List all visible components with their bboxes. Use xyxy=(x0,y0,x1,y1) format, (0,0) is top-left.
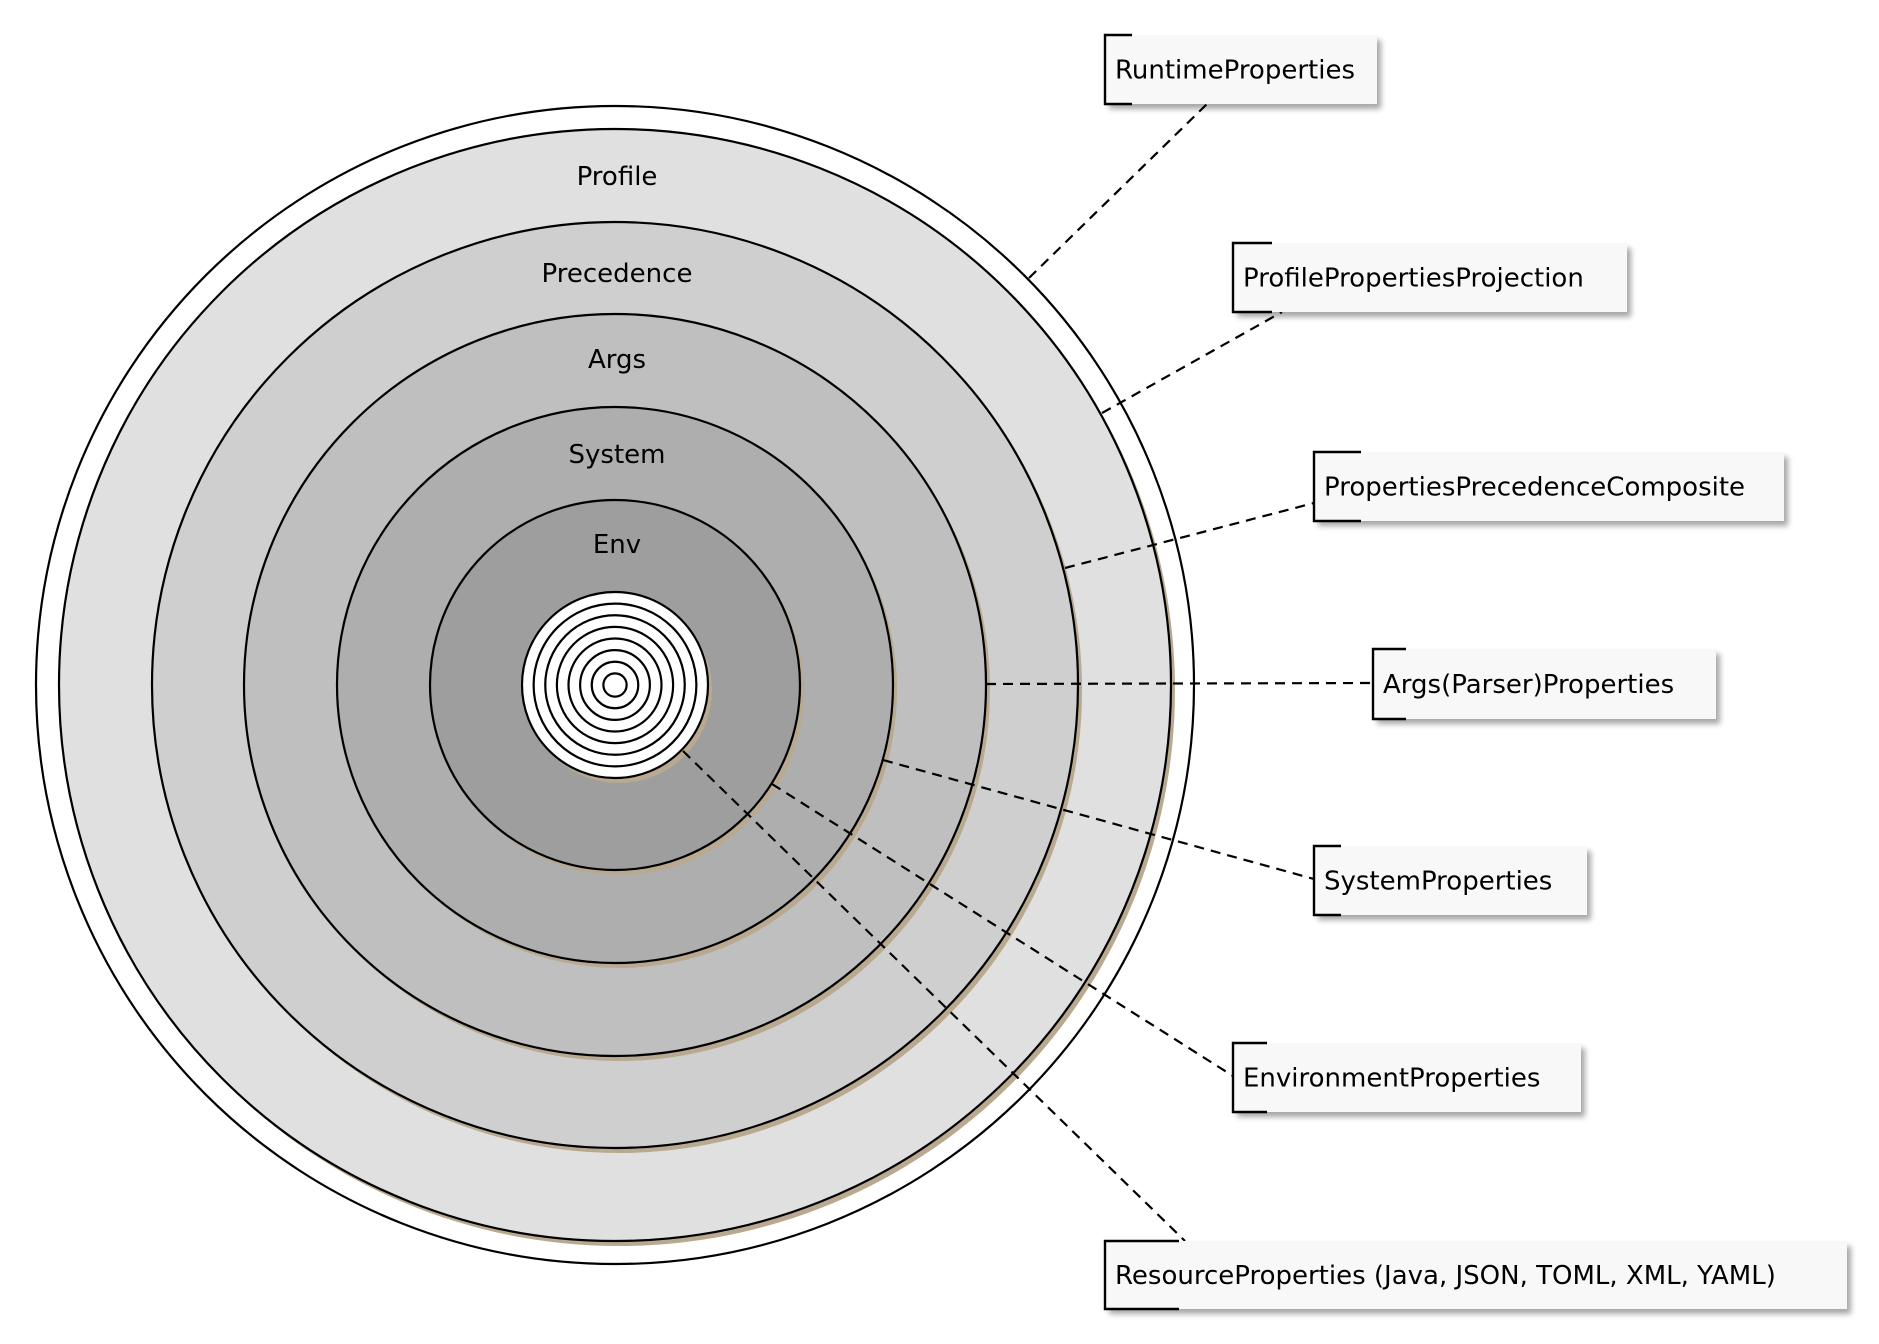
leader-line-precedence-composite xyxy=(1064,501,1315,570)
callout-precedence-composite[interactable]: PropertiesPrecedenceComposite xyxy=(1312,450,1784,523)
callout-box-bg xyxy=(1373,649,1716,719)
leader-line-resource-properties xyxy=(682,750,1186,1242)
ring-label-precedence: Precedence xyxy=(542,259,693,289)
resource-inner-ring xyxy=(532,602,698,768)
resource-inner-ring xyxy=(555,625,675,745)
resource-inner-ring xyxy=(579,649,651,721)
callout-environment-properties[interactable]: EnvironmentProperties xyxy=(1231,1041,1581,1114)
callout-box-bg xyxy=(1233,1043,1581,1112)
bracket-icon xyxy=(1231,1041,1267,1114)
resource-inner-ring xyxy=(602,672,628,698)
callout-label-environment-properties: EnvironmentProperties xyxy=(1243,1064,1540,1094)
bracket-icon xyxy=(1103,33,1132,106)
ring-label-args: Args xyxy=(588,345,646,375)
callout-system-properties[interactable]: SystemProperties xyxy=(1312,844,1587,917)
bracket-icon xyxy=(1103,1239,1179,1311)
callout-box-bg xyxy=(1105,35,1377,104)
callout-label-profile-projection: ProfilePropertiesProjection xyxy=(1243,264,1584,294)
callout-args-properties[interactable]: Args(Parser)Properties xyxy=(1371,647,1716,721)
callout-box-bg xyxy=(1105,1241,1847,1309)
ring-label-profile: Profile xyxy=(577,162,658,192)
ring-resource xyxy=(520,590,710,780)
bracket-icon xyxy=(1312,450,1361,523)
resource-inner-ring xyxy=(567,637,663,733)
bracket-icon xyxy=(1231,241,1272,314)
callout-label-runtime: RuntimeProperties xyxy=(1115,56,1355,86)
resource-inner-ring xyxy=(590,660,640,710)
callout-box-bg xyxy=(1314,452,1784,521)
resource-inner-ring xyxy=(544,614,686,756)
callout-boxes-group: RuntimeProperties ProfilePropertiesProje… xyxy=(1103,33,1847,1311)
leader-line-profile-projection xyxy=(1101,311,1283,414)
leader-line-args-properties xyxy=(985,681,1374,686)
callout-label-precedence-composite: PropertiesPrecedenceComposite xyxy=(1324,473,1745,503)
ring-label-env: Env xyxy=(593,530,641,560)
bracket-icon xyxy=(1312,844,1341,917)
ring-labels-group: Profile Precedence Args System Env xyxy=(542,162,693,560)
callout-label-system-properties: SystemProperties xyxy=(1324,867,1552,897)
leader-lines-group xyxy=(682,103,1374,1242)
ring-label-system: System xyxy=(569,440,666,470)
callout-profile-projection[interactable]: ProfilePropertiesProjection xyxy=(1231,241,1627,314)
leader-line-environment-properties xyxy=(771,783,1234,1077)
callout-resource-properties[interactable]: ResourceProperties (Java, JSON, TOML, XM… xyxy=(1103,1239,1847,1311)
bracket-icon xyxy=(1371,647,1406,721)
leader-line-system-properties xyxy=(882,758,1315,881)
callout-runtime[interactable]: RuntimeProperties xyxy=(1103,33,1377,106)
callout-box-bg xyxy=(1233,243,1627,312)
callout-label-args-properties: Args(Parser)Properties xyxy=(1383,670,1674,700)
callout-box-bg xyxy=(1314,846,1587,915)
leader-line-runtime xyxy=(1028,103,1208,279)
callout-label-resource-properties: ResourceProperties (Java, JSON, TOML, XM… xyxy=(1115,1261,1776,1291)
rings-group xyxy=(34,104,1196,1266)
